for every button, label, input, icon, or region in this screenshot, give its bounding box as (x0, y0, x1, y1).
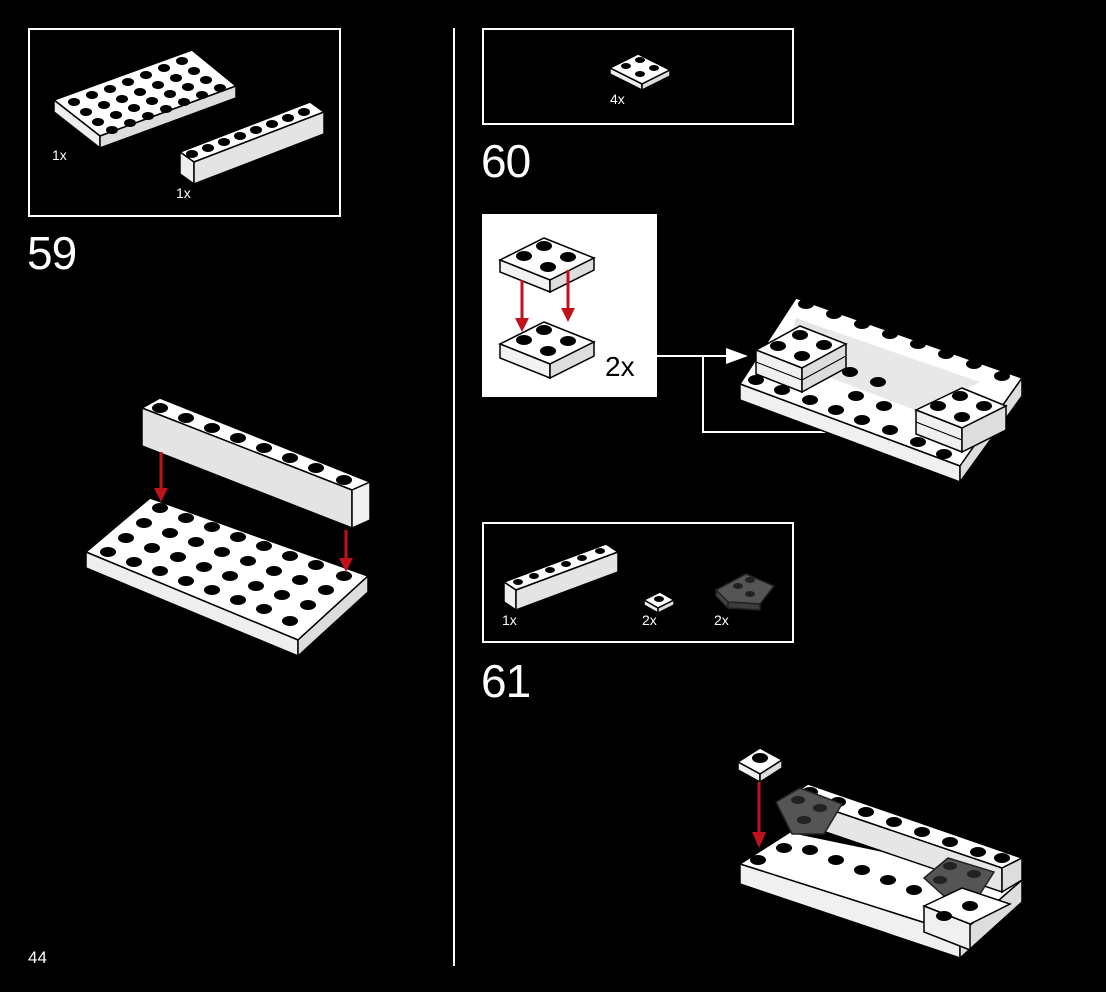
step-59-assembly-image (80, 390, 380, 660)
plate-2x2-qty: 4x (610, 91, 625, 107)
page-divider (453, 28, 455, 966)
step-61-assembly-image (735, 740, 1035, 970)
wedge-plate-qty: 2x (714, 612, 729, 628)
plate-1x1-qty: 2x (642, 612, 657, 628)
step-60-assembly-image (656, 290, 1026, 490)
step-61-parts-image (484, 524, 796, 645)
page-number: 44 (28, 948, 47, 968)
step-60-parts-box: 4x (482, 28, 794, 125)
step-59-parts-box: 1x 1x (28, 28, 341, 217)
brick-1x6-qty: 1x (502, 612, 517, 628)
plate-4x8-qty: 1x (52, 147, 67, 163)
brick-1x8-qty: 1x (176, 185, 191, 201)
plate-2x2-part-image (484, 30, 796, 127)
step-61-parts-box: 1x 2x 2x (482, 522, 794, 643)
step-60-number: 60 (481, 138, 530, 184)
step-61-number: 61 (481, 658, 530, 704)
step-59-number: 59 (27, 230, 76, 276)
step-60-sub-assembly: 2x (482, 214, 657, 397)
sub-assembly-multiplier: 2x (605, 351, 635, 383)
